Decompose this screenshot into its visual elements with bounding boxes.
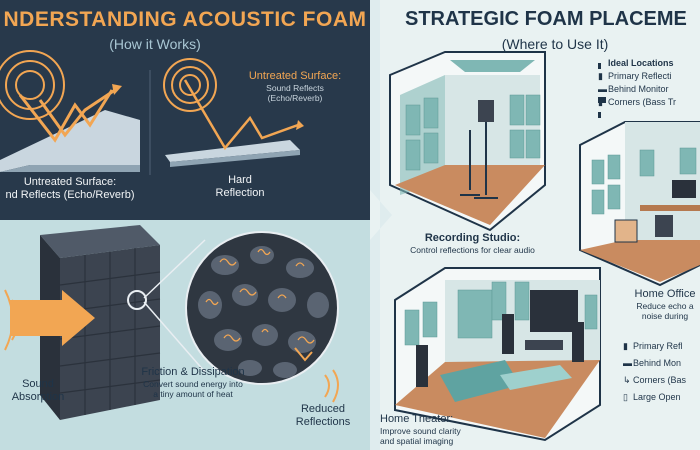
corner-icon: ▮ — [598, 97, 603, 107]
left-title: NDERSTANDING ACOUSTIC FOAM — [3, 8, 367, 31]
friction-caption: Friction & Dissipation Convert sound ene… — [118, 366, 268, 399]
foam-panel-illustration — [4, 225, 161, 420]
office-item: ▯Large Open — [623, 389, 700, 406]
recording-text: Control reflections for clear audio — [410, 245, 535, 255]
reduced-label: Reduced — [300, 403, 346, 415]
friction-line2: a tiny amount of heat — [153, 389, 233, 399]
ideal-locations-title: Ideal Locations — [608, 58, 674, 68]
foam-closeup-illustration — [143, 231, 339, 403]
ideal-icons — [598, 63, 606, 118]
home-theater-illustration — [394, 267, 601, 442]
office-item: ↳Corners (Bas — [623, 372, 700, 389]
recording-title: Recording Studio: — [424, 232, 521, 244]
office-line1: Reduce echo a — [636, 301, 694, 311]
hard-label: Hard — [228, 174, 252, 186]
untreated-surface-illustration — [0, 50, 140, 172]
untreated-left-caption: Untreated Surface: nd Reflects (Echo/Rev… — [0, 176, 140, 202]
ideal-item: ▮Corners (Bass Tr — [598, 97, 677, 107]
office-title: Home Office — [634, 288, 696, 300]
left-subtitle: (How it Works) — [109, 36, 201, 52]
home-office-caption: Home Office Reduce echo a noise during — [630, 288, 700, 321]
theater-title: Home Theater: — [380, 413, 454, 425]
speaker-icon: ▮ — [623, 341, 628, 351]
ideal-item: ▮Primary Reflecti — [598, 71, 672, 81]
reflection-label: Reflection — [215, 187, 265, 199]
friction-line1: Convert sound energy into — [143, 379, 243, 389]
reduced-reflections-caption: Reduced Reflections — [278, 403, 368, 429]
panel-icon: ▯ — [623, 392, 628, 402]
theater-line2: and spatial imaging — [380, 436, 454, 446]
hard-reflection-illustration — [163, 58, 304, 167]
corner-icon: ↳ — [623, 375, 631, 385]
reflections-label: Reflections — [295, 416, 351, 428]
monitor-icon: ▬ — [598, 84, 607, 94]
untreated-center-caption: Untreated Surface: Sound Reflects (Echo/… — [225, 70, 365, 103]
sound-absorption-caption: Sound Absorption — [2, 378, 74, 404]
ideal-item: ▬Behind Monitor — [598, 84, 669, 94]
right-title: STRATEGIC FOAM PLACEME — [405, 8, 687, 30]
recording-studio-illustration — [389, 51, 546, 232]
untreated-left-text: nd Reflects (Echo/Reverb) — [5, 189, 135, 201]
absorption-label: Absorption — [11, 391, 65, 403]
untreated-left-title: Untreated Surface: — [23, 176, 117, 188]
ideal-locations-list: Ideal Locations ▮Primary Reflecti ▬Behin… — [598, 57, 700, 109]
speaker-icon: ▮ — [598, 71, 603, 81]
office-line2: noise during — [641, 311, 689, 321]
sound-label: Sound — [22, 378, 54, 390]
panel-divider — [370, 0, 392, 450]
recording-studio-caption: Recording Studio: Control reflections fo… — [390, 232, 555, 255]
home-office-illustration — [579, 121, 700, 287]
office-item: ▬Behind Mon — [623, 355, 700, 372]
untreated-center-title: Untreated Surface: — [248, 70, 342, 82]
monitor-icon: ▬ — [623, 358, 632, 368]
theater-line1: Improve sound clarity — [380, 426, 461, 436]
untreated-center-text: Sound Reflects (Echo/Reverb) — [266, 83, 324, 103]
home-theater-caption: Home Theater: Improve sound clarity and … — [380, 413, 480, 446]
office-placement-list: ▮Primary Refl ▬Behind Mon ↳Corners (Bas … — [623, 338, 700, 406]
right-subtitle: (Where to Use It) — [501, 36, 609, 52]
hard-reflection-caption: Hard Reflection — [195, 174, 285, 200]
friction-title: Friction & Dissipation — [141, 366, 245, 378]
office-item: ▮Primary Refl — [623, 338, 700, 355]
